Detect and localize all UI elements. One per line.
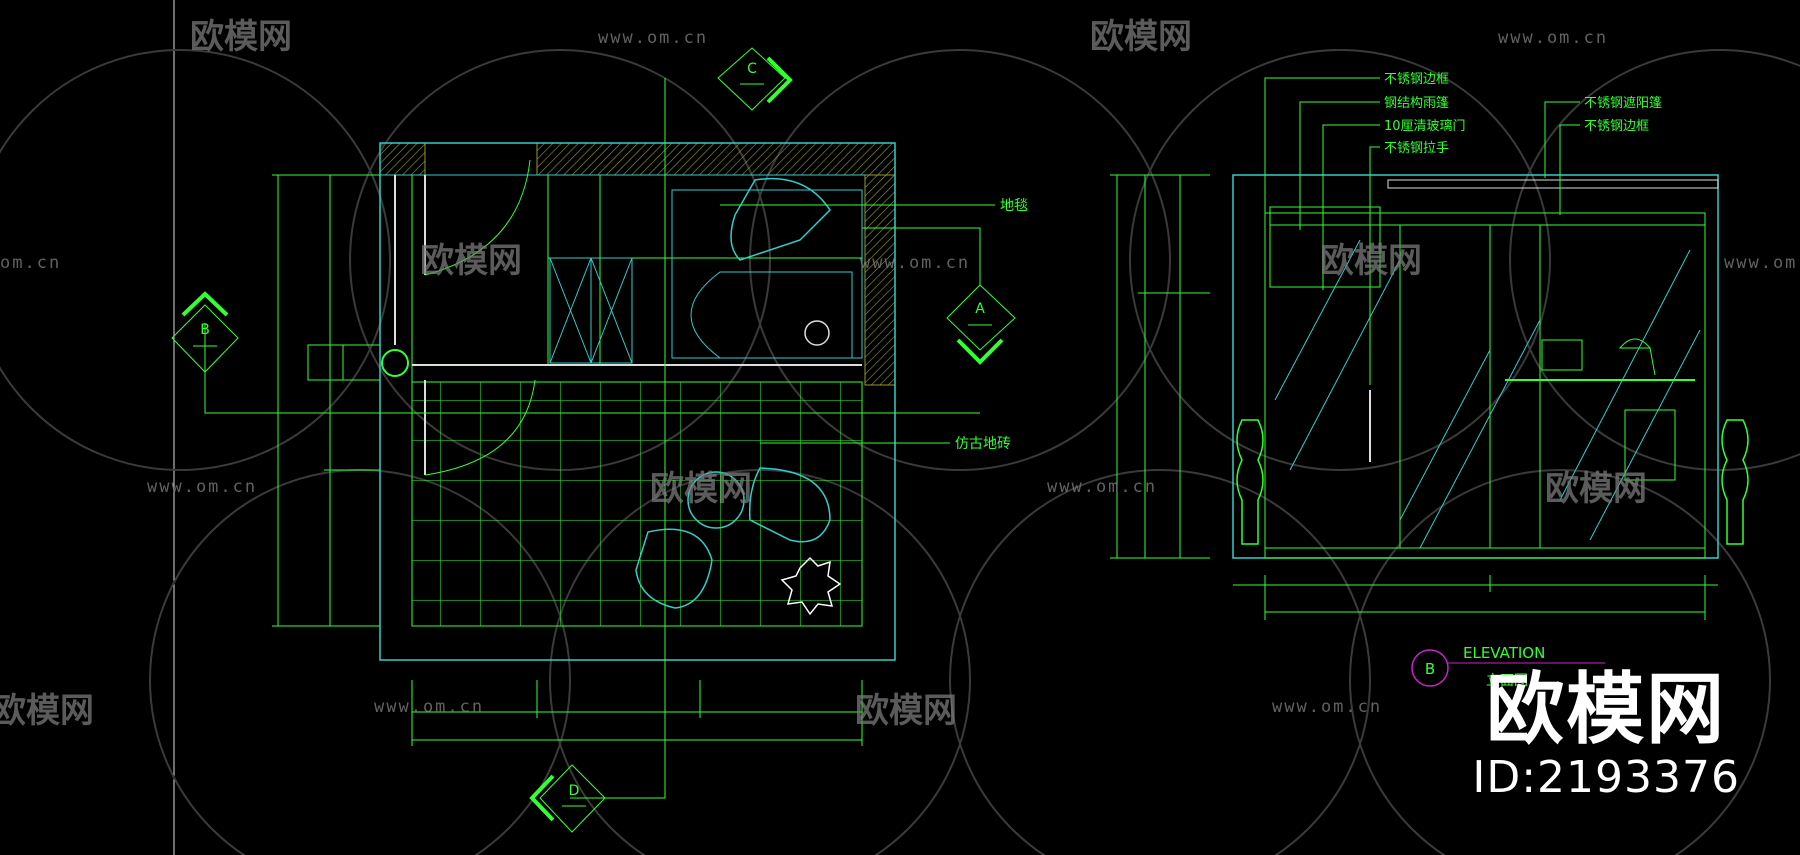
chair-elevation <box>1624 409 1676 481</box>
note-glass-door: 10厘清玻璃门 <box>1384 119 1466 134</box>
plan-outline <box>379 142 896 661</box>
steel-canopy <box>1269 206 1381 288</box>
watermark-logo-8: 欧模网 <box>855 691 957 731</box>
elevation-title-marker <box>1411 649 1449 687</box>
watermark-circles <box>0 49 1800 855</box>
plan-dimensions-left <box>272 174 380 627</box>
watermark-logo-3: 欧模网 <box>420 241 522 281</box>
sunshade <box>1387 179 1719 189</box>
bathtub-frame <box>671 189 863 359</box>
watermark-url-3: om.cn <box>0 253 61 273</box>
section-line-b <box>204 323 980 414</box>
lounge-chair-top <box>730 177 831 261</box>
wall-hatch-top-left <box>379 142 426 176</box>
plan-dimensions-bottom <box>411 680 863 746</box>
watermarks: 欧模网 欧模网 欧模网 欧模网 欧模网 欧模网 欧模网 欧模网 www.om.c… <box>0 17 1800 731</box>
note-steel-sunshade: 不锈钢遮阳篷 <box>1584 95 1662 111</box>
watermark-logo-6: 欧模网 <box>1545 469 1647 509</box>
glass-reflection-lines <box>1274 239 1701 549</box>
watermark-logo-7: 欧模网 <box>0 691 94 731</box>
desk-lamp-icon <box>1618 338 1656 376</box>
section-marker-b-label: B <box>200 322 210 338</box>
antique-tile-floor <box>411 381 863 627</box>
section-line-a <box>862 227 981 285</box>
bathtub <box>690 271 853 359</box>
wall-hatch-right <box>864 174 896 386</box>
cabinet-cross <box>549 257 633 364</box>
watermark-logo-5: 欧模网 <box>650 469 752 509</box>
section-marker-d: D <box>529 764 606 833</box>
note-steel-canopy: 钢结构雨篷 <box>1384 96 1449 111</box>
watermark-url-8: www.om.cn <box>374 697 484 717</box>
elevation-dimensions-bottom <box>1233 575 1718 620</box>
baluster-left <box>1236 419 1264 545</box>
watermark-id: ID:2193376 <box>1472 752 1740 803</box>
laptop-icon <box>1541 339 1583 371</box>
wall-hatch-top <box>536 142 896 176</box>
elevation-title-marker-label: B <box>1425 660 1435 678</box>
watermark-url-1: www.om.cn <box>598 28 708 48</box>
section-line-cd <box>570 78 666 799</box>
watermark-url-6: www.om.cn <box>147 477 257 497</box>
watermark-url-4: www.om.cn <box>860 253 970 273</box>
watermark-logo-4: 欧模网 <box>1320 241 1422 281</box>
watermark-url-2: www.om.cn <box>1498 28 1608 48</box>
watermark-logo-2: 欧模网 <box>1090 17 1192 57</box>
elevation-title-en: ELEVATION <box>1463 644 1545 662</box>
door-swing-arc <box>424 159 531 276</box>
section-marker-a: A <box>946 284 1016 365</box>
callout-carpet: 地毯 <box>1000 198 1028 214</box>
note-steel-frame: 不锈钢边框 <box>1384 72 1449 87</box>
door-swing-arc-lower <box>424 379 536 476</box>
section-marker-c-label: C <box>747 61 757 77</box>
floor-plan: 地毯 仿古地砖 C A B D <box>171 47 1028 833</box>
watermark-logo-1: 欧模网 <box>190 17 292 57</box>
chair-left <box>635 528 713 609</box>
elevation-leaders <box>1264 77 1580 385</box>
baluster-right <box>1721 419 1749 545</box>
elevation-title-cn: 立面图 <box>1486 673 1528 689</box>
elevation-facade <box>1264 212 1706 559</box>
note-steel-frame-right: 不锈钢边框 <box>1584 119 1649 134</box>
watermark-url-9: www.om.cn <box>1272 697 1382 717</box>
round-table <box>687 471 745 529</box>
section-marker-b: B <box>171 291 239 373</box>
watermark-url-7: www.om.cn <box>1047 477 1157 497</box>
chair-right <box>748 467 831 543</box>
plant-icon <box>780 556 842 616</box>
section-marker-d-label: D <box>569 783 580 799</box>
watermark-brand-name: 欧模网 <box>1486 665 1727 755</box>
section-marker-a-label: A <box>975 301 985 317</box>
section-marker-c: C <box>717 47 793 111</box>
bathtub-drain-icon <box>804 320 830 346</box>
column-icon <box>381 349 409 377</box>
watermark-brand-block: 欧模网 ID:2193376 <box>1472 668 1740 804</box>
callout-tile: 仿古地砖 <box>955 436 1011 452</box>
note-steel-handle: 不锈钢拉手 <box>1384 141 1449 156</box>
elevation-drawing: 不锈钢边框 钢结构雨篷 10厘清玻璃门 不锈钢拉手 不锈钢遮阳篷 不锈钢边框 B… <box>1110 72 1749 689</box>
watermark-url-5: www.om.cn <box>1724 253 1800 273</box>
elevation-dimensions-left <box>1110 174 1210 559</box>
